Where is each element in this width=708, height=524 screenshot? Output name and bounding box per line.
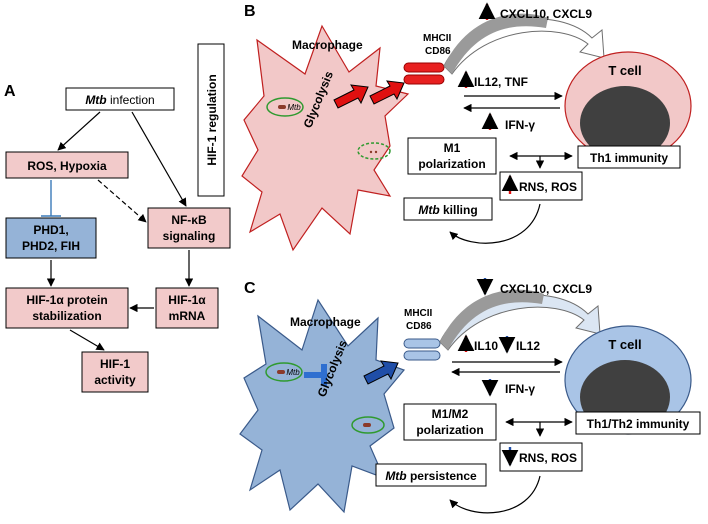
- panel-a-label: A: [4, 83, 16, 100]
- polarization-b-line1: M1: [444, 141, 461, 155]
- il12-c-label: IL12: [516, 339, 540, 353]
- polarization-b-box: M1 polarization: [407, 137, 497, 175]
- mhcii-c-label: MHCII: [404, 308, 433, 319]
- phd-line2: PHD2, FIH: [22, 239, 80, 253]
- dashed-arrow-ros-to-nfkb: [97, 179, 147, 223]
- immunity-c-label: Th1/Th2 immunity: [587, 417, 690, 431]
- curve-rns-to-outcome-b: [449, 203, 541, 244]
- mtb-infection-italic: Mtb: [85, 93, 106, 107]
- hif-protein-line1: HIF-1α protein: [26, 293, 107, 307]
- chemokine-c-label: CXCL10, CXCL9: [500, 282, 592, 296]
- macrophage-b-label: Macrophage: [292, 38, 363, 52]
- phd-line1: PHD1,: [33, 223, 68, 237]
- nfkb-line1: NF-κB: [171, 213, 207, 227]
- ros-hypoxia-label: ROS, Hypoxia: [27, 159, 107, 173]
- polarization-c-line2: polarization: [416, 423, 483, 437]
- hif-activity-box: HIF-1 activity: [81, 351, 149, 393]
- svg-text:Mtb infection: Mtb infection: [85, 93, 154, 107]
- arrow-infection-to-nfkb: [131, 111, 187, 207]
- mtb-c-1: Mtb: [265, 362, 303, 382]
- polarization-b-line2: polarization: [418, 157, 485, 171]
- hif-protein-line2: stabilization: [32, 309, 101, 323]
- hif-regulation-label: HIF-1 regulation: [205, 74, 219, 165]
- branch-b: [509, 151, 573, 169]
- hif-mrna-box: HIF-1α mRNA: [155, 287, 219, 329]
- macrophage-c-shape: [239, 298, 406, 514]
- hif-mrna-line1: HIF-1α: [168, 293, 206, 307]
- ifn-c-label: IFN-γ: [505, 382, 535, 396]
- outcome-b-rest: killing: [440, 203, 478, 217]
- outcome-c-box: Mtb persistence: [375, 463, 487, 487]
- cytokine-b-label: IL12, TNF: [474, 75, 528, 89]
- mtb-infection-rest: infection: [107, 93, 155, 107]
- curve-rns-to-outcome-c: [449, 475, 541, 514]
- t-cell-c-label: T cell: [608, 337, 641, 352]
- t-cell-b: T cell: [564, 51, 692, 161]
- mtb-c-2: [351, 416, 385, 434]
- receptor-b: [403, 62, 445, 85]
- cytokine-c: IL10 IL12 IFN-γ: [451, 334, 563, 397]
- mhcii-b-label: MHCII: [423, 33, 452, 44]
- chemokine-b: CXCL10, CXCL9: [478, 2, 592, 21]
- mhc-arrow-shade-c: [440, 289, 544, 350]
- rns-c-box: RNS, ROS: [499, 442, 583, 472]
- glycolysis-b-arrows: [333, 80, 405, 109]
- ros-hypoxia-box: ROS, Hypoxia: [5, 151, 129, 179]
- svg-text:Mtb persistence: Mtb persistence: [385, 469, 477, 483]
- mtb-infection-box: Mtb infection: [65, 87, 175, 111]
- rns-b-box: RNS, ROS: [499, 171, 583, 201]
- macrophage-b-shape: [241, 24, 410, 252]
- nfkb-box: NF-κB signaling: [147, 207, 231, 249]
- immunity-b-box: Th1 immunity: [577, 145, 681, 169]
- inhibit-glycolysis-c: [304, 364, 327, 386]
- outcome-b-box: Mtb killing: [403, 197, 493, 221]
- nfkb-line2: signaling: [163, 229, 216, 243]
- arrow-protein-to-activity: [69, 329, 105, 351]
- hif-regulation-box: HIF-1 regulation: [197, 43, 225, 197]
- mhc-arrow-shade-b: [444, 13, 548, 74]
- cytokine-b: IL12, TNF IFN-γ: [457, 70, 563, 132]
- immunity-c-box: Th1/Th2 immunity: [575, 411, 701, 435]
- chemokine-b-label: CXCL10, CXCL9: [500, 7, 592, 21]
- mtb-b-intact: Mtb: [266, 97, 304, 117]
- phd-box: PHD1, PHD2, FIH: [5, 217, 97, 259]
- receptor-c: [403, 338, 441, 361]
- polarization-c-line1: M1/M2: [432, 407, 469, 421]
- outcome-b-italic: Mtb: [418, 203, 439, 217]
- panel-b-label: B: [244, 3, 256, 20]
- rns-b-label: RNS, ROS: [519, 180, 577, 194]
- hif-protein-box: HIF-1α protein stabilization: [5, 287, 129, 329]
- panel-c-label: C: [244, 280, 256, 297]
- macrophage-c-label: Macrophage: [290, 315, 361, 329]
- cd86-c-label: CD86: [406, 321, 432, 332]
- il10-c-label: IL10: [474, 339, 498, 353]
- inhibit-ros-phd: [41, 180, 61, 217]
- t-cell-b-label: T cell: [608, 63, 641, 78]
- rns-c-label: RNS, ROS: [519, 451, 577, 465]
- polarization-c-box: M1/M2 polarization: [403, 403, 497, 441]
- mtb-b-degraded: [357, 142, 391, 160]
- arrow-infection-to-ros: [57, 111, 101, 151]
- svg-text:Mtb killing: Mtb killing: [418, 203, 477, 217]
- hif-activity-line1: HIF-1: [100, 357, 130, 371]
- ifn-b-label: IFN-γ: [505, 118, 535, 132]
- mtb-b-label: Mtb: [287, 103, 301, 112]
- branch-c: [505, 417, 573, 437]
- outcome-c-italic: Mtb: [385, 469, 406, 483]
- outcome-c-rest: persistence: [407, 469, 477, 483]
- panel-a-arrows: [46, 111, 194, 351]
- mtb-c-label: Mtb: [286, 368, 300, 377]
- cd86-b-label: CD86: [425, 46, 451, 57]
- hif-activity-line2: activity: [94, 373, 136, 387]
- chemokine-c: CXCL10, CXCL9: [476, 278, 592, 296]
- immunity-b-label: Th1 immunity: [590, 151, 668, 165]
- glycolysis-c-arrow: [363, 360, 399, 385]
- hif-mrna-line2: mRNA: [169, 309, 206, 323]
